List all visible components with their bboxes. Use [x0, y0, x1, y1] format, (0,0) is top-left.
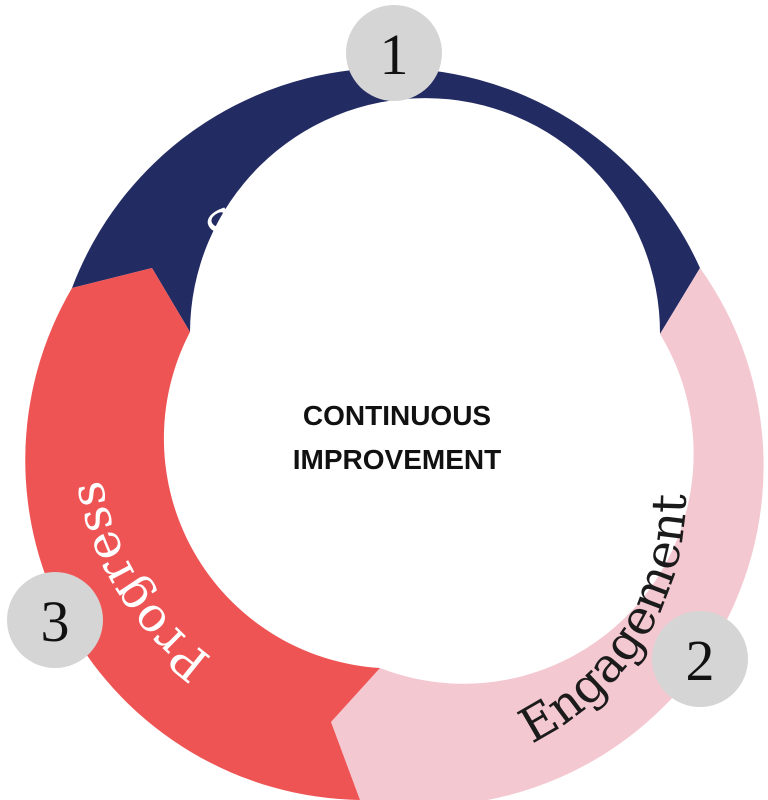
step-number-3: 3 — [41, 589, 70, 654]
step-badge-1: 1 — [346, 5, 442, 101]
step-number-2: 2 — [686, 628, 715, 693]
step-badge-2-circle — [652, 611, 748, 707]
segment-progress — [25, 268, 381, 800]
segment-self-assessment — [72, 67, 700, 334]
center-title-line1: CONTINUOUS — [303, 400, 491, 431]
step-number-1: 1 — [380, 22, 409, 87]
step-badge-1-circle — [346, 5, 442, 101]
center-title-line2: IMPROVEMENT — [293, 444, 501, 475]
step-badge-3: 3 — [7, 572, 103, 668]
step-badge-2: 2 — [652, 611, 748, 707]
step-badge-3-circle — [7, 572, 103, 668]
